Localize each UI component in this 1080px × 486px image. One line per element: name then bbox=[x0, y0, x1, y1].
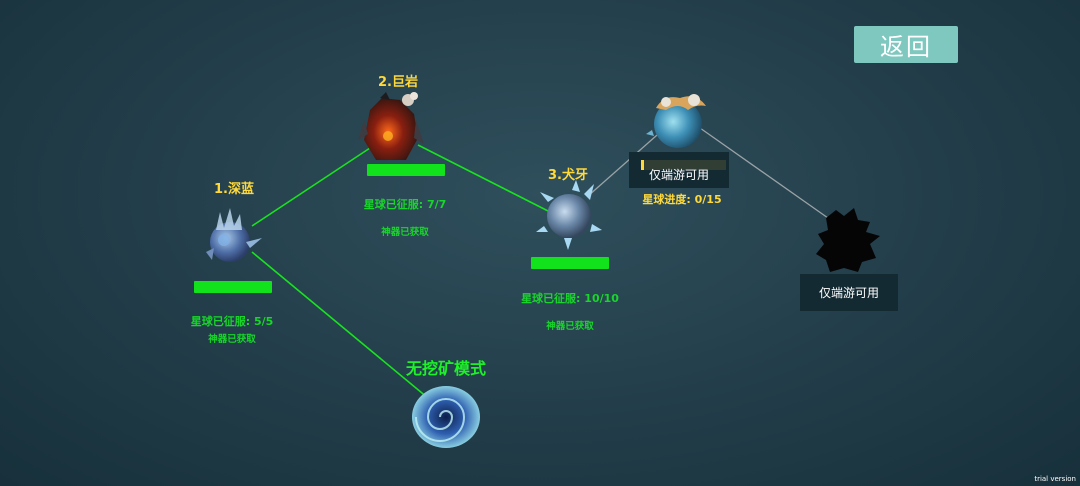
planet-3-progress-track bbox=[531, 257, 609, 269]
planet-4-progress-fill bbox=[641, 160, 645, 170]
back-button[interactable]: 返回 bbox=[854, 26, 958, 63]
portal-swirl-icon[interactable] bbox=[409, 384, 483, 450]
planet-1-artifact: 神器已获取 bbox=[208, 334, 256, 345]
planet-5-lock-label: 仅端游可用 bbox=[818, 286, 879, 300]
planet-3-progress-fill bbox=[531, 257, 609, 269]
planet-1-stat: 星球已征服: 5/5 bbox=[190, 315, 274, 328]
link-3-4 bbox=[587, 127, 666, 197]
planet-2-stat: 星球已征服: 7/7 bbox=[363, 198, 447, 211]
planet-4-stat: 星球进度: 0/15 bbox=[642, 193, 722, 206]
link-1-mode bbox=[251, 251, 429, 399]
planet-5-silhouette-icon[interactable] bbox=[814, 206, 884, 274]
mode-title: 无挖矿模式 bbox=[405, 359, 486, 378]
planet-5-lock-box: 仅端游可用 bbox=[800, 274, 898, 311]
planet-4-lock-label: 仅端游可用 bbox=[648, 168, 709, 182]
planet-3-title: 3.犬牙 bbox=[548, 168, 588, 183]
link-4-5 bbox=[699, 127, 829, 219]
planet-3-stat: 星球已征服: 10/10 bbox=[521, 292, 619, 305]
planet-4-progress-track bbox=[641, 160, 726, 170]
planet-4-icon[interactable] bbox=[644, 90, 714, 152]
planet-1-progress-track bbox=[194, 281, 272, 293]
planet-3-icon[interactable] bbox=[534, 180, 604, 252]
planet-2-progress-fill bbox=[367, 164, 445, 176]
planet-2-progress-track bbox=[367, 164, 445, 176]
planet-4-lock-box: 仅端游可用 bbox=[629, 152, 729, 188]
planet-1-icon[interactable] bbox=[196, 202, 268, 272]
planet-3-artifact: 神器已获取 bbox=[546, 321, 594, 332]
planet-1-progress-fill bbox=[194, 281, 272, 293]
planet-2-icon[interactable] bbox=[356, 90, 426, 164]
planet-2-artifact: 神器已获取 bbox=[381, 227, 429, 238]
link-1-2 bbox=[251, 147, 371, 227]
trial-version-watermark: trial version bbox=[1034, 475, 1076, 483]
planet-1-title: 1.深蓝 bbox=[214, 182, 254, 197]
link-2-3 bbox=[417, 144, 551, 213]
planet-2-title: 2.巨岩 bbox=[378, 75, 418, 90]
